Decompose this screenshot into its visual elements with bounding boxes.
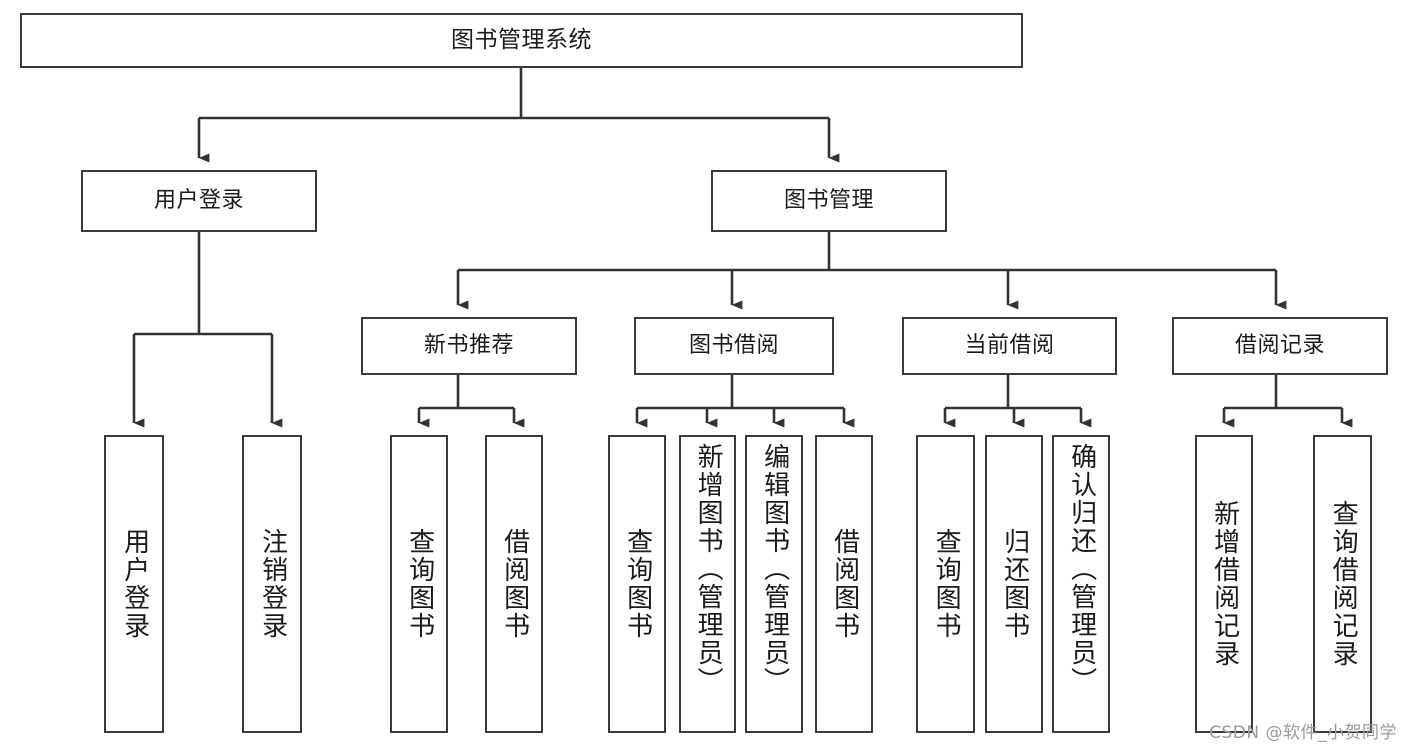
node-leaf-add-book-label: 新增图书（管理员） — [693, 443, 724, 695]
node-leaf-borrow-book-2-label: 借阅图书 — [829, 528, 860, 640]
node-current-borrow-label: 当前借阅 — [964, 333, 1055, 359]
node-leaf-borrow-book-2[interactable]: 借阅图书 — [815, 435, 873, 733]
node-leaf-query-book-3[interactable]: 查询图书 — [916, 435, 975, 733]
node-leaf-query-book-2[interactable]: 查询图书 — [608, 435, 666, 733]
node-leaf-add-record[interactable]: 新增借阅记录 — [1195, 435, 1253, 733]
node-leaf-edit-book[interactable]: 编辑图书（管理员） — [745, 435, 803, 733]
node-leaf-user-login-label: 用户登录 — [119, 528, 150, 640]
node-book-management[interactable]: 图书管理 — [711, 170, 947, 232]
node-leaf-query-book-1-label: 查询图书 — [404, 528, 435, 640]
node-new-book-recommend[interactable]: 新书推荐 — [361, 317, 577, 375]
node-leaf-logout[interactable]: 注销登录 — [242, 435, 302, 733]
node-leaf-return-book[interactable]: 归还图书 — [985, 435, 1043, 733]
node-leaf-confirm-return-label: 确认归还（管理员） — [1066, 443, 1097, 695]
node-book-borrow-label: 图书借阅 — [688, 333, 779, 359]
node-user-login-label: 用户登录 — [153, 188, 244, 214]
node-leaf-edit-book-label: 编辑图书（管理员） — [759, 443, 790, 695]
node-new-book-recommend-label: 新书推荐 — [423, 333, 514, 359]
csdn-watermark: CSDN @软件_小贺同学 — [1209, 723, 1397, 743]
node-borrow-record[interactable]: 借阅记录 — [1172, 317, 1388, 375]
node-leaf-query-book-2-label: 查询图书 — [622, 528, 653, 640]
node-leaf-add-book[interactable]: 新增图书（管理员） — [679, 435, 736, 733]
node-leaf-confirm-return[interactable]: 确认归还（管理员） — [1052, 435, 1110, 733]
node-book-management-label: 图书管理 — [783, 188, 874, 214]
node-leaf-query-book-3-label: 查询图书 — [931, 528, 962, 640]
node-leaf-query-record-label: 查询借阅记录 — [1328, 500, 1359, 668]
node-current-borrow[interactable]: 当前借阅 — [902, 317, 1117, 375]
node-leaf-query-record[interactable]: 查询借阅记录 — [1313, 435, 1372, 733]
node-leaf-user-login[interactable]: 用户登录 — [104, 435, 164, 733]
node-leaf-add-record-label: 新增借阅记录 — [1209, 500, 1240, 668]
node-borrow-record-label: 借阅记录 — [1234, 333, 1325, 359]
node-leaf-borrow-book-1[interactable]: 借阅图书 — [485, 435, 543, 733]
node-leaf-query-book-1[interactable]: 查询图书 — [390, 435, 448, 733]
node-leaf-borrow-book-1-label: 借阅图书 — [499, 528, 530, 640]
node-user-login[interactable]: 用户登录 — [81, 170, 317, 232]
node-root[interactable]: 图书管理系统 — [20, 13, 1023, 68]
node-leaf-return-book-label: 归还图书 — [999, 528, 1030, 640]
node-leaf-logout-label: 注销登录 — [257, 528, 288, 640]
node-root-label: 图书管理系统 — [451, 26, 592, 53]
node-book-borrow[interactable]: 图书借阅 — [634, 317, 834, 375]
